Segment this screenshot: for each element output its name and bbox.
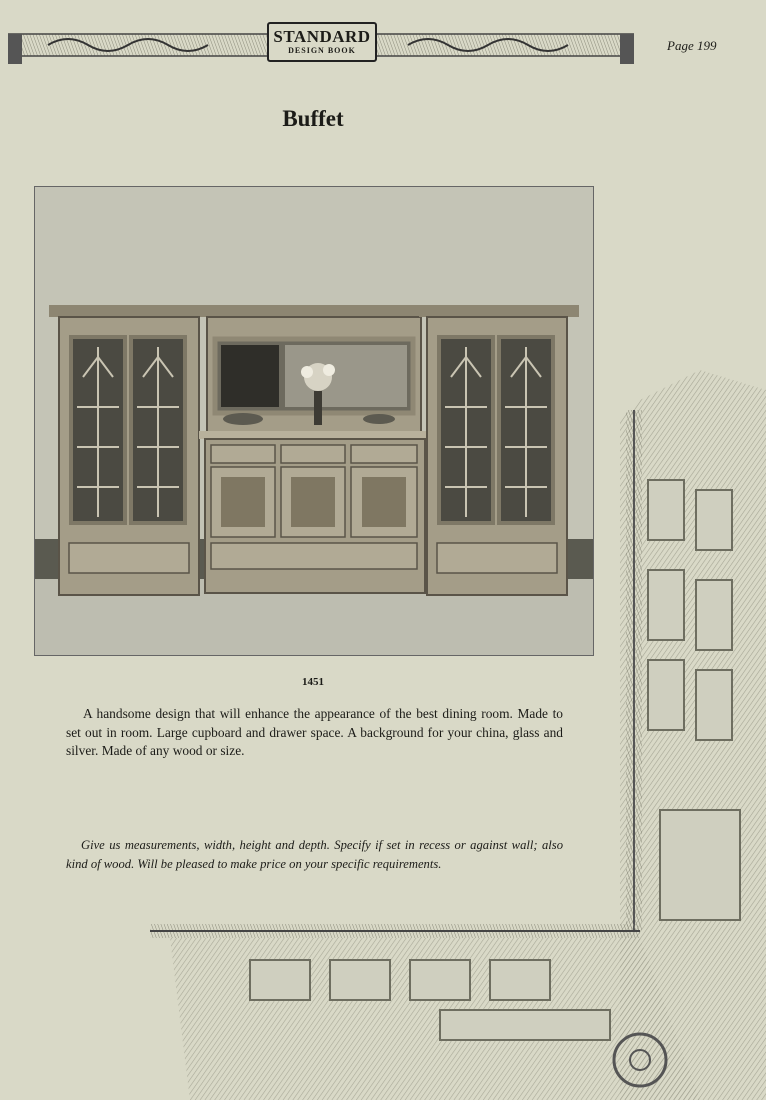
design-number-caption: 1451: [302, 676, 324, 688]
page-number: Page 199: [667, 38, 717, 53]
page-title: Buffet: [282, 106, 344, 131]
buffet-photo: [34, 186, 594, 656]
product-description: A handsome design that will enhance the …: [66, 706, 563, 759]
standard-design-book-logo: STANDARD DESIGN BOOK: [267, 22, 377, 62]
storefront-border-illustration: [150, 370, 766, 1100]
logo-main-text: STANDARD: [273, 27, 371, 46]
ordering-instructions: Give us measurements, width, height and …: [66, 838, 563, 871]
logo-sub-text: DESIGN BOOK: [288, 46, 356, 55]
